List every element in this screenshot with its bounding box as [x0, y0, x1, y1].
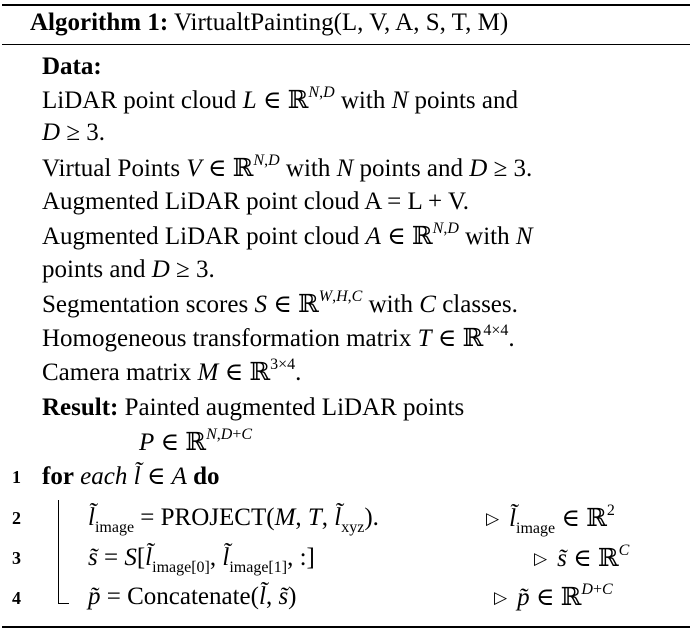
result-line2: P ∈ ℝN,D+C [139, 426, 253, 456]
data-item-homogeneous: Homogeneous transformation matrix T ∈ ℝ4… [42, 322, 515, 352]
data-item-virtual-points: Virtual Points V ∈ ℝN,D with N points an… [42, 152, 533, 182]
result-label: Result: [42, 394, 119, 421]
algorithm-name: VirtualtPainting(L, V, A, S, T, M) [173, 9, 509, 36]
bottom-rule [2, 626, 690, 628]
loop-bar-foot [58, 603, 69, 604]
comment-score: ▷s̃ ∈ ℝC [534, 542, 630, 572]
step-concatenate: p̃ = Concatenate(l̃, s̃) [88, 583, 297, 610]
algorithm-header: Algorithm 1: VirtualtPainting(L, V, A, S… [30, 9, 508, 37]
data-item-camera: Camera matrix M ∈ ℝ3×4. [42, 356, 302, 386]
header-rule [2, 44, 690, 45]
step-for-each: for each l̃ ∈ A do [42, 463, 220, 490]
line-number-2: 2 [12, 508, 21, 528]
step-score-lookup: s̃ = S[l̃image[0], l̃image[1], :] [88, 544, 315, 576]
line-number-1: 1 [12, 467, 21, 487]
line-number-4: 4 [12, 588, 21, 608]
result-line1: Result: Painted augmented LiDAR points [42, 394, 465, 421]
data-item-segmentation: Segmentation scores S ∈ ℝW,H,C with C cl… [42, 288, 518, 318]
step-project: l̃image = PROJECT(M, T, l̃xyz). [88, 504, 379, 536]
line-number-3: 3 [12, 548, 21, 568]
loop-bar [58, 500, 59, 604]
data-item-lidar-line1: LiDAR point cloud L ∈ ℝN,D with N points… [42, 84, 518, 114]
data-item-lidar-line2: D ≥ 3. [42, 119, 106, 146]
data-item-augmented-line1: Augmented LiDAR point cloud A ∈ ℝN,D wit… [42, 220, 533, 250]
comment-project: ▷l̃image ∈ ℝ2 [486, 502, 615, 537]
comment-concatenate: ▷p̃ ∈ ℝD+C [494, 581, 613, 611]
data-item-augmented-sum: Augmented LiDAR point cloud A = L + V. [42, 188, 470, 215]
data-item-augmented-line2: points and D ≥ 3. [42, 256, 215, 283]
algorithm-label: Algorithm 1: [30, 9, 169, 36]
data-label: Data: [42, 53, 102, 80]
top-rule [2, 4, 690, 6]
